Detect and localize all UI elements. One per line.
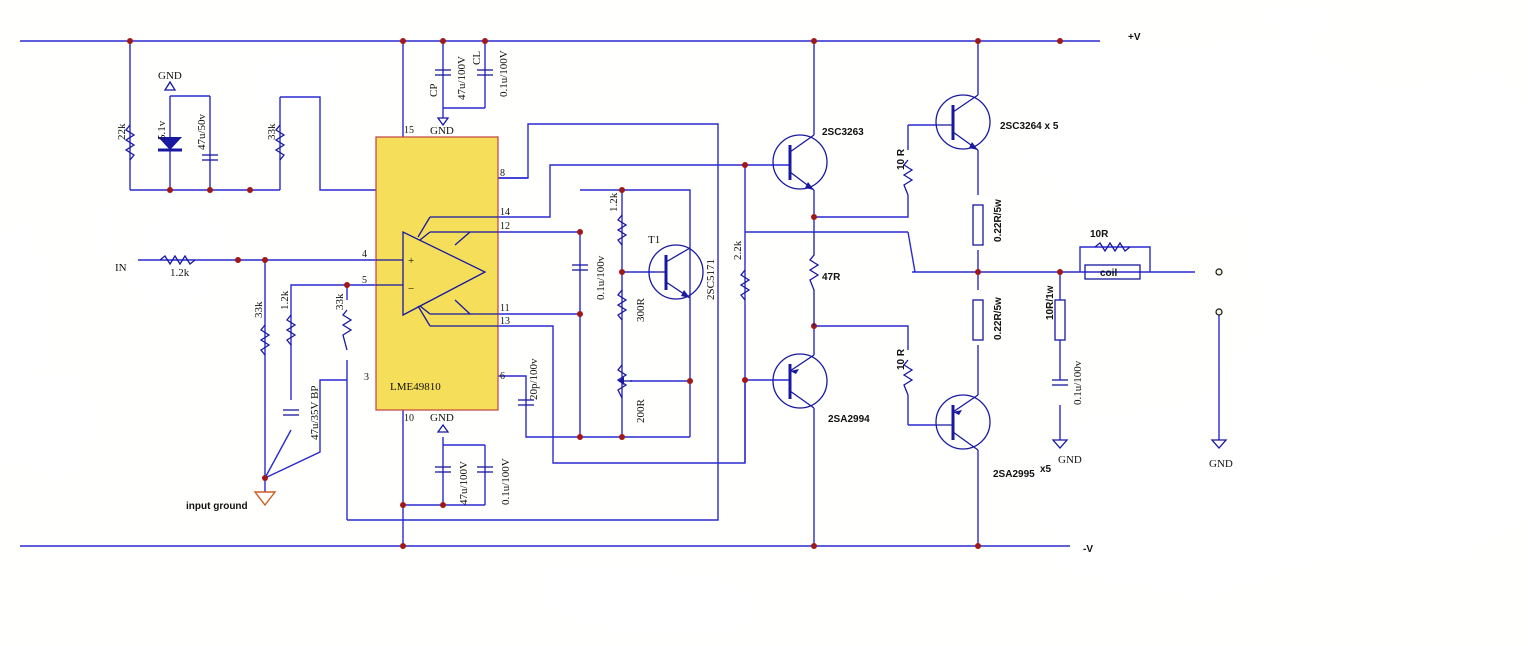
c01-zobel-label: 0.1u/100v: [1072, 360, 1084, 405]
pin-11: 11: [500, 303, 510, 314]
resistors: [124, 124, 1141, 399]
r-input-label: 1.2k: [170, 267, 190, 279]
pin-13: 13: [500, 316, 510, 327]
gnd-label-bottom-decoupling: GND: [430, 412, 454, 424]
transistors: [648, 94, 991, 451]
pin-14: 14: [500, 207, 510, 218]
t1-part-label: 2SC5171: [705, 259, 717, 300]
gnd-label-zobel: GND: [1058, 454, 1082, 466]
pin-3: 3: [364, 372, 369, 383]
c20p-label: 20p/100v: [528, 358, 540, 400]
pin-8: 8: [500, 168, 505, 179]
r10r-1w-label: 10R/1w: [1045, 285, 1056, 320]
r33k-b-label: 33k: [334, 293, 346, 310]
pin-10: 10: [404, 413, 414, 424]
r022-bottom-label: 0.22R/5w: [993, 297, 1004, 340]
r22k-b-label: 2.2k: [732, 240, 744, 260]
r47-label: 47R: [822, 272, 841, 283]
gnd-label-zener: GND: [158, 70, 182, 82]
r10-top-label: 10 R: [896, 148, 907, 170]
input-label: IN: [115, 262, 127, 274]
r22k-label: 22k: [116, 123, 128, 140]
t1-label: T1: [648, 234, 660, 246]
coil-label: coil: [1100, 268, 1117, 279]
opamp-plus: +: [408, 255, 414, 267]
r12k-vbe-label: 1.2k: [608, 192, 620, 212]
cp-label: CP: [428, 84, 440, 97]
pin-15: 15: [404, 125, 414, 136]
q-driver-top-label: 2SC3263: [822, 127, 864, 138]
pin-5: 5: [362, 275, 367, 286]
zener-label: 5.1v: [156, 120, 168, 140]
wires: [20, 40, 1220, 547]
r300-label: 300R: [635, 298, 647, 323]
cl-value: 0.1u/100V: [498, 50, 510, 97]
gnd-label-top-decoupling: GND: [430, 125, 454, 137]
positive-rail-label: +V: [1128, 32, 1141, 43]
zener-diode: [158, 137, 182, 152]
pin-12: 12: [500, 221, 510, 232]
c47-100-bottom-label: 47u/100V: [458, 461, 470, 505]
r33k-top-label: 33k: [266, 123, 278, 140]
pin-4: 4: [362, 249, 367, 260]
capacitors: [202, 69, 1068, 473]
r12k-fb-label: 1.2k: [279, 290, 291, 310]
r10-bottom-label: 10 R: [896, 348, 907, 370]
q-output-top-label: 2SC3264 x 5: [1000, 121, 1059, 132]
cp-value: 47u/100V: [456, 56, 468, 100]
q-driver-bottom-label: 2SA2994: [828, 414, 870, 425]
input-ground-label: input ground: [186, 501, 248, 512]
q-output-bottom-count-label: x5: [1040, 464, 1052, 475]
r022-top-label: 0.22R/5w: [993, 199, 1004, 242]
ground-symbols: [163, 80, 1228, 507]
ic-name: LME49810: [390, 381, 441, 393]
r33k-a-label: 33k: [253, 301, 265, 318]
gnd-label-output: GND: [1209, 458, 1233, 470]
opamp-minus: −: [408, 283, 414, 295]
c01-100-bottom-label: 0.1u/100V: [500, 458, 512, 505]
labels: +V -V GND GND GND GND GND IN input groun…: [115, 32, 1233, 555]
cl-label: CL: [471, 51, 483, 65]
c47-50-label: 47u/50v: [196, 113, 208, 150]
q-output-bottom-part-label: 2SA2995: [993, 469, 1035, 480]
c01-vbe-label: 0.1u/100v: [595, 255, 607, 300]
pin-6: 6: [500, 371, 505, 382]
r10r-label: 10R: [1090, 229, 1109, 240]
c47-35-label: 47u/35V BP: [309, 385, 321, 440]
lme49810-ic: [375, 136, 499, 411]
negative-rail-label: -V: [1083, 544, 1093, 555]
junction-dots: [127, 38, 1063, 549]
r200-label: 200R: [635, 399, 647, 424]
